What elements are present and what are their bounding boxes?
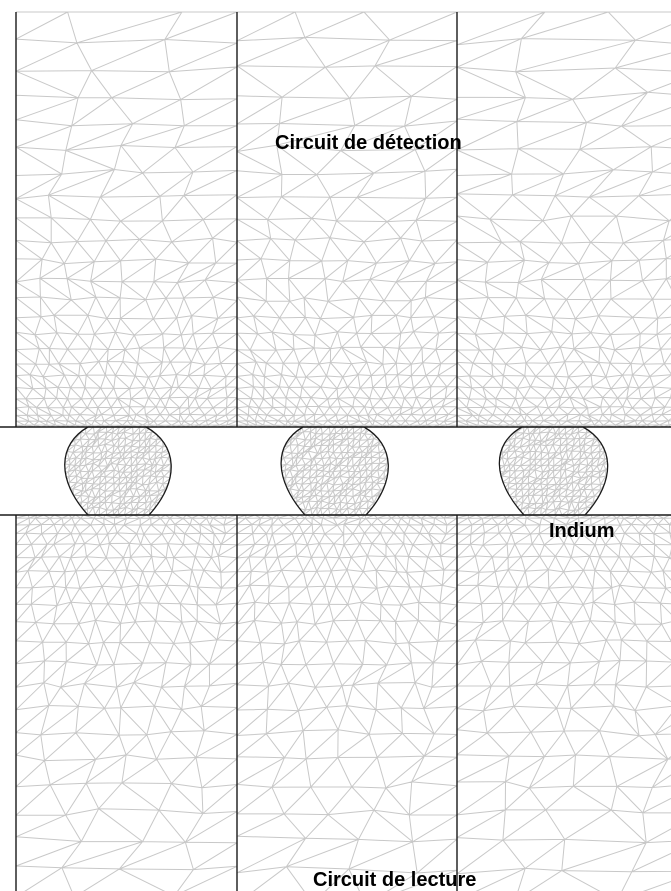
readout-circuit-label: Circuit de lecture [313,869,476,891]
mesh-lines [499,427,608,515]
detection-circuit-label: Circuit de détection [275,132,462,154]
mesh-lines [236,515,458,891]
indium-bump-mesh [64,427,172,515]
mesh-lines [15,515,238,891]
indium-bump-mesh [281,427,389,515]
mesh-lines [15,11,238,427]
structure-outlines [0,12,671,891]
mesh-lines [236,11,458,427]
detection-circuit-mesh [15,11,671,427]
mesh-lines [64,427,172,515]
indium-bumps [64,426,609,516]
indium-bump-mesh [499,427,608,515]
readout-circuit-mesh [15,515,671,891]
mesh-lines [456,11,671,427]
mesh-lines [281,427,389,515]
mesh-lines [456,515,671,891]
indium-label: Indium [549,520,615,542]
